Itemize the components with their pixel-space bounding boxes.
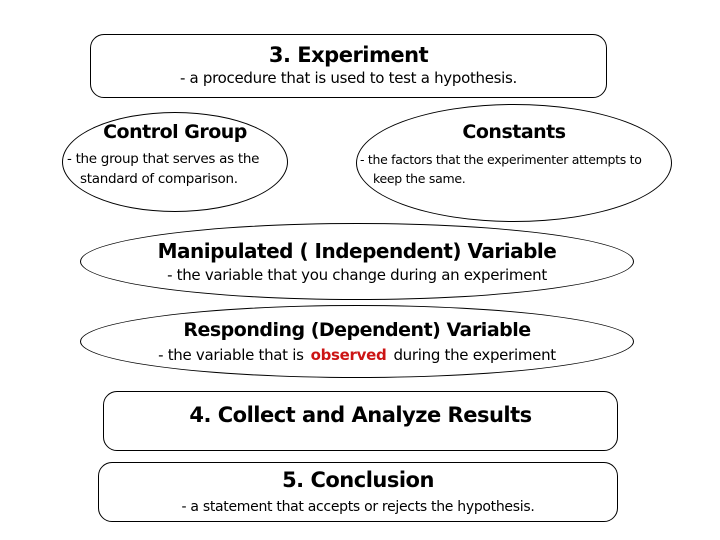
experiment-title: 3. Experiment <box>268 43 429 68</box>
constants-ellipse: Constants - the factors that the experim… <box>356 104 672 222</box>
control-group-body-line: - the group that serves as the <box>67 150 260 167</box>
constants-body-line: - the factors that the experimenter atte… <box>360 151 642 167</box>
constants-body: - the factors that the experimenter atte… <box>357 151 671 189</box>
control-group-body: - the group that serves as the standard … <box>63 149 287 190</box>
responding-body-suffix: during the experiment <box>393 345 556 364</box>
conclusion-subtitle: - a statement that accepts or rejects th… <box>181 498 535 515</box>
control-group-body-line: standard of comparison. <box>80 171 238 188</box>
responding-variable-subtitle: - the variable that is observed during the… <box>81 346 633 366</box>
manipulated-variable-ellipse: Manipulated ( Independent) Variable - th… <box>80 223 634 300</box>
conclusion-title: 5. Conclusion <box>282 467 434 492</box>
responding-variable-title: Responding (Dependent) Variable <box>183 318 531 341</box>
control-group-ellipse: Control Group - the group that serves as… <box>62 112 288 212</box>
experiment-subtitle: - a procedure that is used to test a hyp… <box>179 69 518 88</box>
conclusion-box: 5. Conclusion - a statement that accepts… <box>98 462 618 522</box>
constants-title: Constants <box>462 121 566 143</box>
collect-results-box: 4. Collect and Analyze Results <box>103 391 618 451</box>
responding-variable-ellipse: Responding (Dependent) Variable - the va… <box>80 305 634 378</box>
responding-body-prefix: - the variable that is <box>158 345 304 364</box>
experiment-box: 3. Experiment - a procedure that is used… <box>90 34 607 98</box>
responding-body-highlight-observed: observed <box>310 345 387 364</box>
collect-results-title: 4. Collect and Analyze Results <box>189 403 532 427</box>
manipulated-variable-title: Manipulated ( Independent) Variable <box>157 238 557 263</box>
control-group-title: Control Group <box>103 121 247 143</box>
manipulated-variable-subtitle: - the variable that you change during an… <box>167 265 547 284</box>
constants-body-line: keep the same. <box>373 170 466 186</box>
